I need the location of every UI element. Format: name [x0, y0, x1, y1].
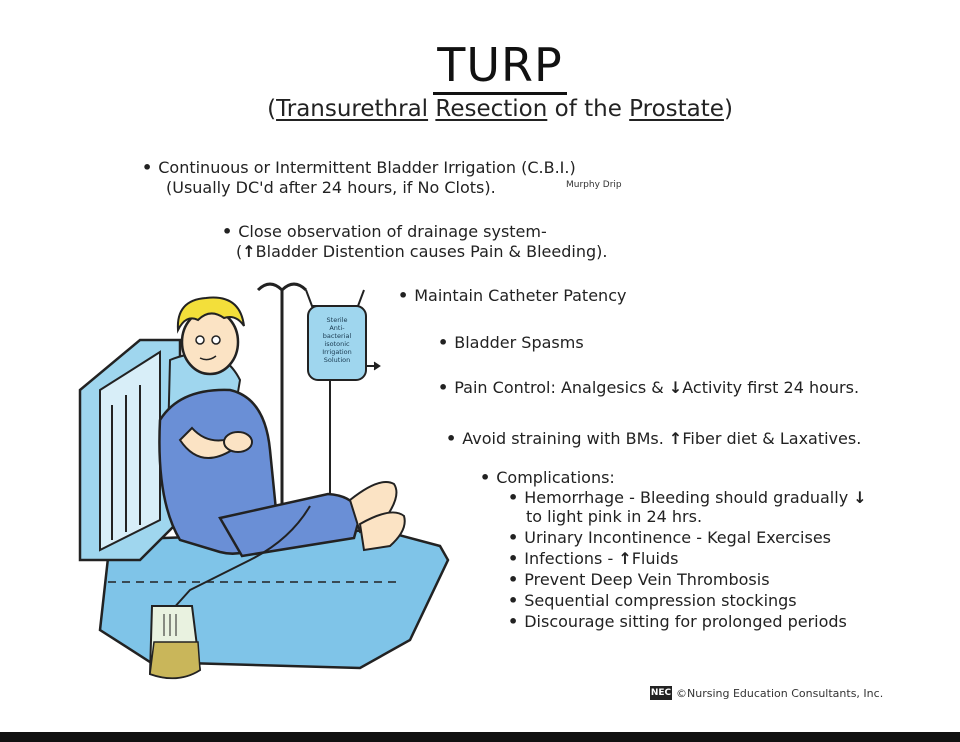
patient-eye — [211, 335, 221, 345]
complication-scd: •Sequential compression stockings — [508, 591, 797, 610]
bag-label-line: Sterile — [327, 316, 348, 324]
patient-eye — [195, 335, 205, 345]
page-subtitle: (Transurethral Resection of the Prostate… — [267, 96, 733, 122]
arrow-head-icon — [373, 361, 381, 371]
bullet-complications: •Complications: — [480, 468, 615, 487]
bag-hanger — [305, 289, 365, 307]
complication-sitting: •Discourage sitting for prolonged period… — [508, 612, 847, 631]
complication-urinary: •Urinary Incontinence - Kegal Exercises — [508, 528, 832, 547]
bag-label-line: Anti- — [329, 324, 345, 332]
iv-hook-right — [280, 282, 308, 292]
patient-hair — [176, 296, 245, 334]
nec-logo: NEC — [650, 686, 672, 700]
page-title: TURP — [0, 38, 960, 95]
patient-mouth — [199, 355, 217, 361]
iv-hook-left — [256, 282, 284, 292]
bullet-pain-control: •Pain Control: Analgesics & Activity fir… — [438, 378, 859, 397]
bag-label-line: isotonic — [324, 340, 350, 348]
bag-label-line: Solution — [324, 356, 350, 364]
up-arrow-icon — [242, 242, 255, 261]
murphy-drip-note: Murphy Drip — [566, 180, 622, 190]
bag-label: Sterile Anti- bacterial isotonic Irrigat… — [322, 316, 352, 364]
complication-hemorrhage: •Hemorrhage - Bleeding should gradually — [508, 488, 867, 507]
bed-rail-panel — [99, 350, 161, 552]
bullet-cbi: •Continuous or Intermittent Bladder Irri… — [142, 158, 576, 177]
patient-bed-illustration: Sterile Anti- bacterial isotonic Irrigat… — [78, 282, 450, 680]
bullet-straining: •Avoid straining with BMs. Fiber diet & … — [446, 429, 861, 448]
drainage-tube — [171, 505, 311, 611]
bullet-observation: •Close observation of drainage system- — [222, 222, 547, 241]
copyright-footer: NEC ©Nursing Education Consultants, Inc. — [650, 686, 883, 700]
up-arrow-icon — [669, 429, 682, 448]
bottom-border — [0, 732, 960, 742]
bullet-cbi-detail: (Usually DC'd after 24 hours, if No Clot… — [166, 178, 496, 197]
drainage-bag-fluid — [149, 641, 201, 679]
patient-foot — [358, 511, 406, 552]
irrigation-bag — [307, 305, 367, 381]
bag-label-line: Irrigation — [322, 348, 352, 356]
patient-head — [180, 308, 240, 376]
down-arrow-icon — [669, 378, 682, 397]
complication-dvt: •Prevent Deep Vein Thrombosis — [508, 570, 770, 589]
copyright-text: ©Nursing Education Consultants, Inc. — [676, 686, 884, 700]
bullet-spasms: •Bladder Spasms — [438, 333, 584, 352]
complication-hemorrhage-detail: to light pink in 24 hrs. — [526, 507, 703, 526]
up-arrow-icon — [618, 549, 631, 568]
bullet-observation-detail: (Bladder Distention causes Pain & Bleedi… — [236, 242, 607, 261]
bullet-patency: •Maintain Catheter Patency — [398, 286, 627, 305]
complication-infections: •Infections - Fluids — [508, 549, 678, 568]
down-arrow-icon — [853, 488, 866, 507]
patient-hands — [223, 431, 253, 453]
bag-label-line: bacterial — [323, 332, 352, 340]
